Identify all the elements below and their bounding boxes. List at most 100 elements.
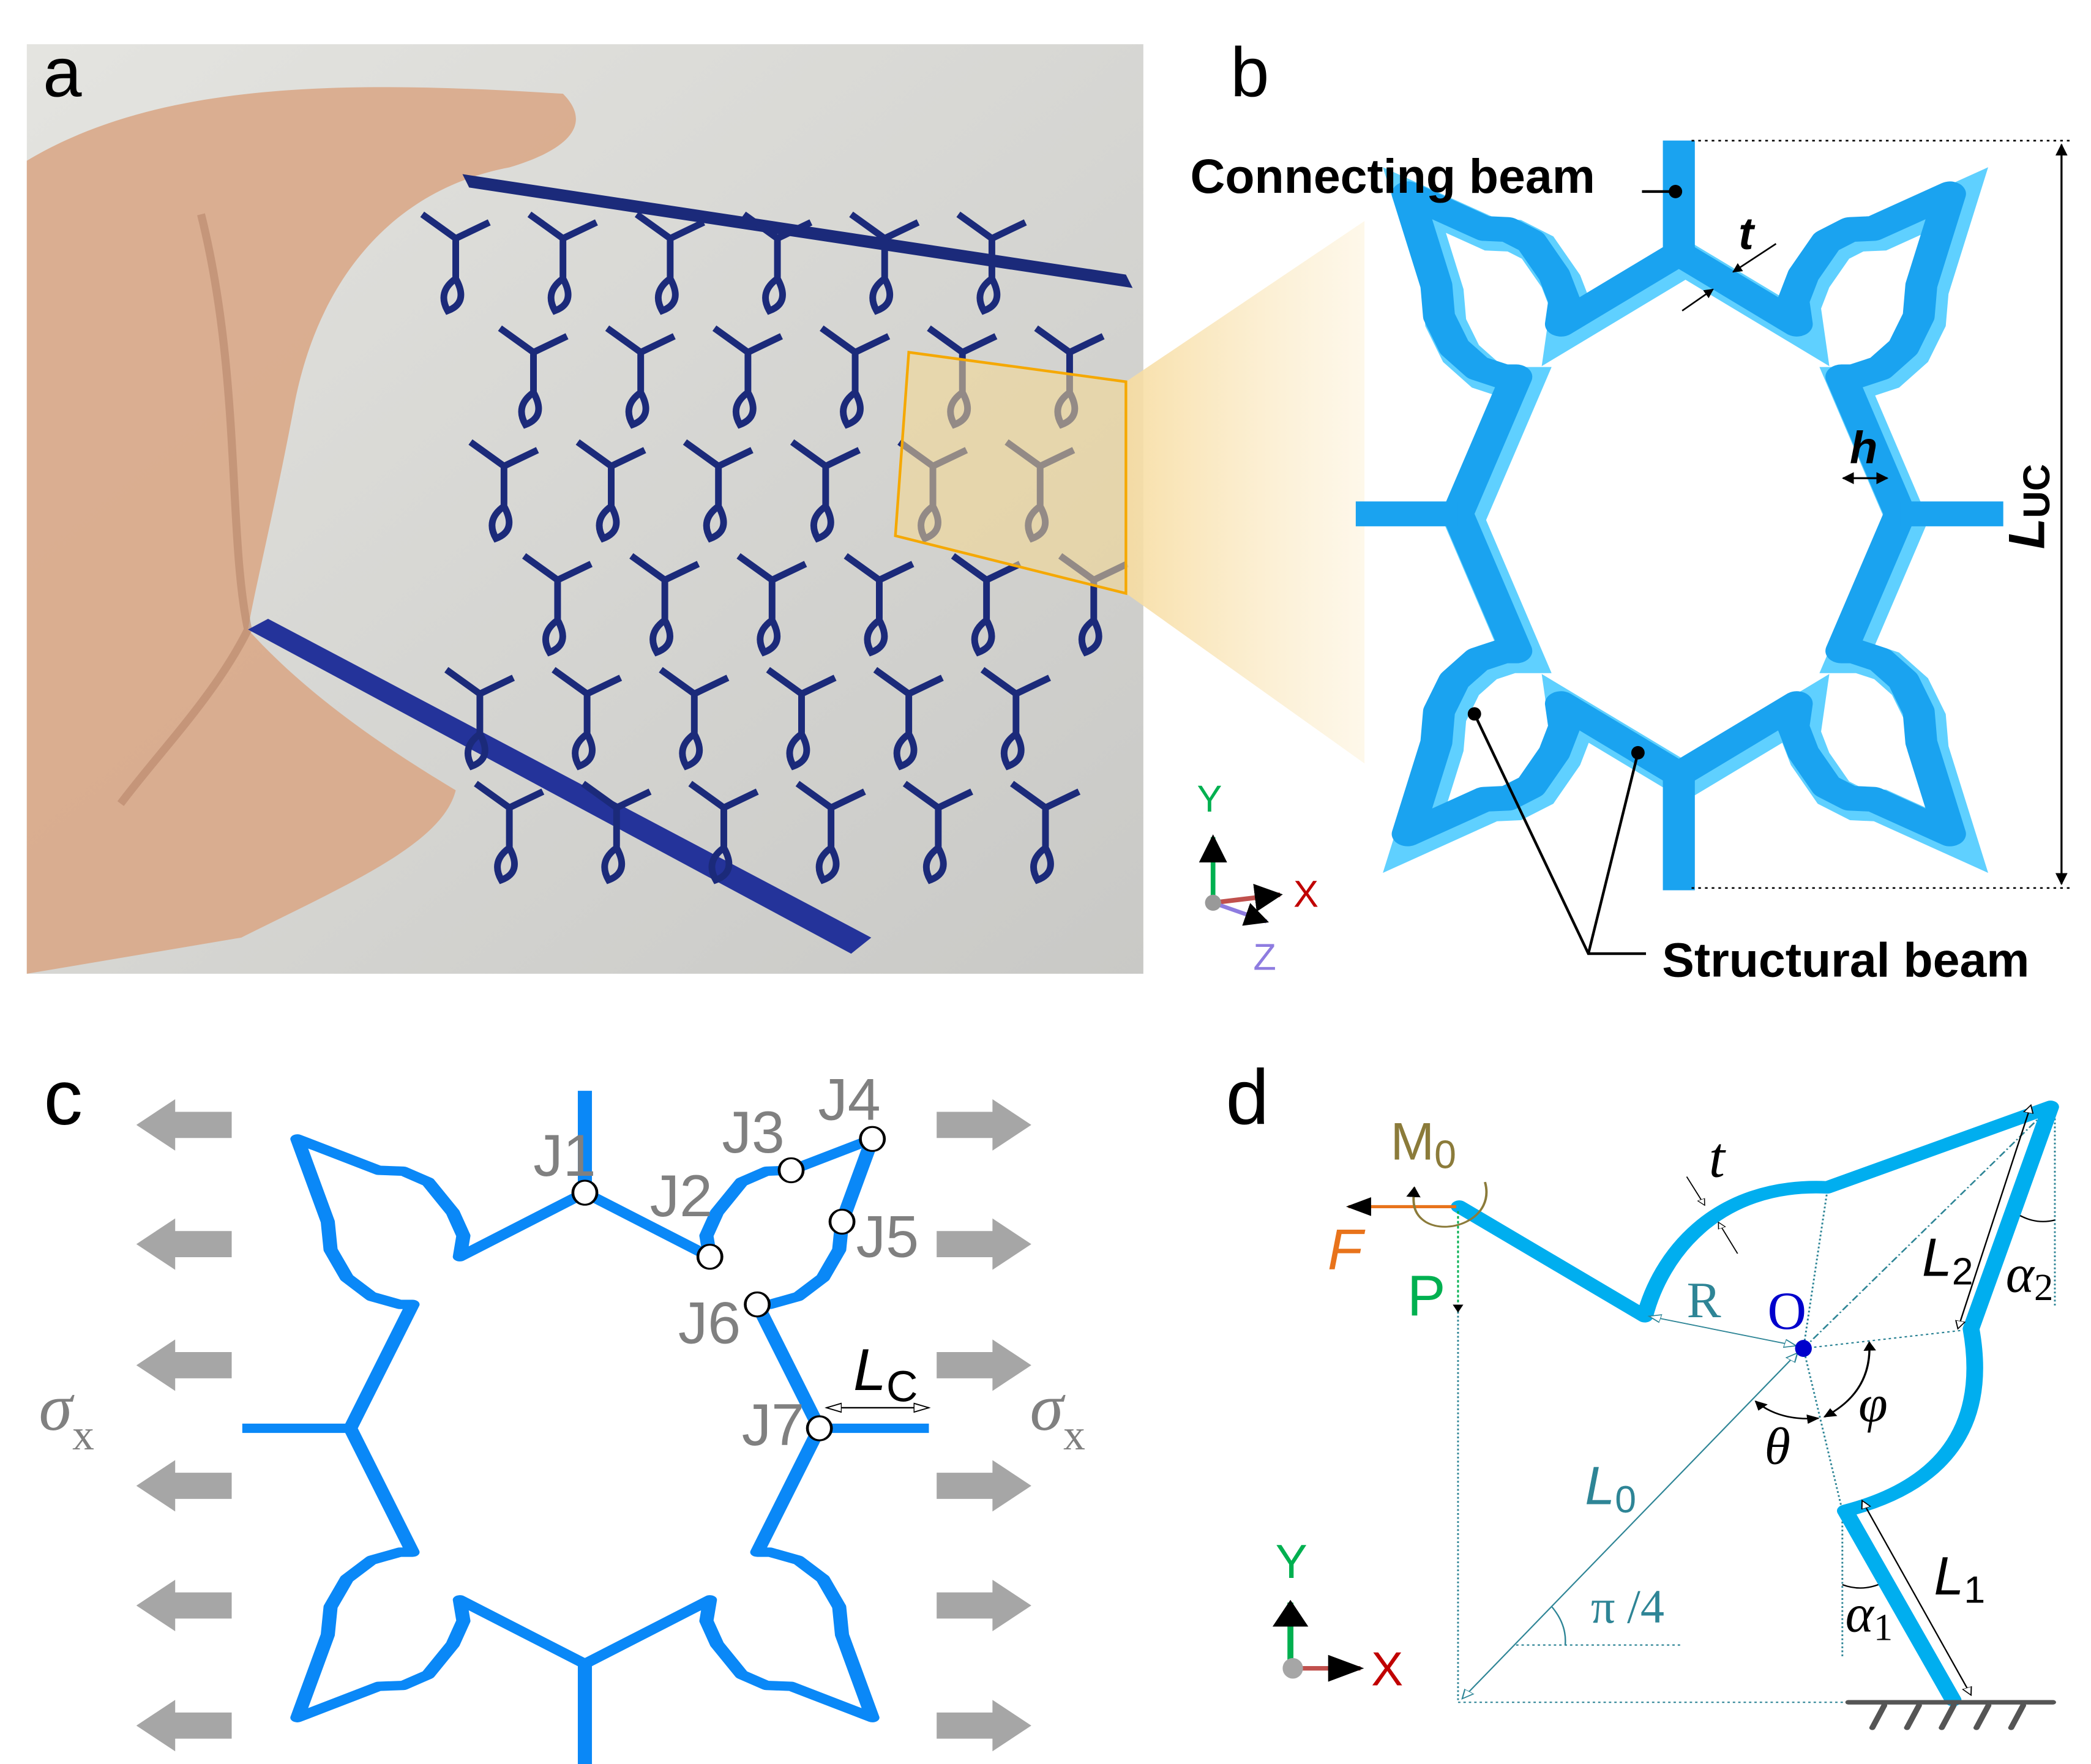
joint-marker: [777, 1157, 805, 1184]
l2-label: L2: [1922, 1227, 1973, 1293]
t-arrow-outer: [1732, 243, 1777, 273]
lattice-cell: [766, 667, 837, 771]
stress-arrow-left: [136, 1460, 232, 1512]
r-arrow: [1649, 1316, 1797, 1345]
axes-triad-d: Y X: [1272, 1534, 1403, 1695]
joint-marker: [859, 1126, 886, 1152]
lattice-cell: [444, 667, 515, 771]
lattice-cell: [581, 780, 652, 884]
lattice-cell: [820, 325, 891, 429]
alpha1-label: α1: [1846, 1585, 1893, 1649]
t-arrow-outer-d: [1686, 1176, 1705, 1205]
joint-label: J6: [678, 1290, 741, 1356]
o-label: O: [1768, 1282, 1807, 1341]
axis-x-label-d: X: [1371, 1642, 1403, 1695]
lattice-cell: [844, 553, 915, 657]
l1-dimension-arrow: [1862, 1501, 1971, 1695]
stress-arrow-left: [136, 1700, 232, 1752]
stress-arrow-left: [136, 1218, 232, 1270]
stress-arrow-left: [136, 1579, 232, 1631]
h-label: h: [1850, 422, 1877, 473]
lattice-cell: [956, 211, 1027, 315]
moment-m0-arrow: [1406, 1181, 1488, 1228]
joint-label: J1: [533, 1122, 596, 1189]
axis-y-label-d: Y: [1276, 1534, 1307, 1588]
panel-letter-c: c: [44, 1054, 83, 1141]
stress-arrow-right: [937, 1218, 1031, 1270]
alpha2-angle-arc: [2019, 1215, 2055, 1222]
lattice-cell: [552, 667, 623, 771]
stress-arrows: [136, 1099, 1031, 1752]
t-arrow-inner: [1681, 288, 1714, 312]
theta-label: θ: [1765, 1417, 1790, 1476]
axes-triad-b: Y X Z: [1197, 778, 1319, 977]
unit-cell-b-beam-loop: [1391, 181, 1966, 846]
axis-y-label-b: Y: [1197, 778, 1222, 820]
joint-label: J2: [650, 1162, 713, 1229]
joint-marker: [828, 1208, 856, 1235]
phi-label: φ: [1858, 1374, 1888, 1433]
joint-label: J5: [856, 1203, 919, 1269]
panel-a: a: [26, 34, 1365, 974]
stress-arrow-left: [136, 1339, 232, 1391]
alpha2-label: α2: [2006, 1244, 2053, 1309]
t-label-d: t: [1709, 1126, 1726, 1189]
lattice-cell: [980, 667, 1051, 771]
panel-b: LUC Connecting beam t h Structural beam …: [1190, 34, 2071, 987]
phi-angle-arc: [1823, 1341, 1876, 1418]
lattice-cell: [522, 553, 593, 657]
theta-angle-arc: [1754, 1400, 1820, 1424]
lattice-cell: [634, 211, 705, 315]
stress-arrow-right: [937, 1700, 1031, 1752]
unit-cell-b-shadow: [1383, 167, 1989, 873]
lattice-cell: [629, 553, 700, 657]
stress-arrow-left: [136, 1099, 232, 1151]
t-arrow-inner-d: [1718, 1222, 1738, 1254]
panel-letter-a: a: [43, 34, 82, 112]
luc-label: LUC: [1998, 464, 2057, 549]
lattice-cell: [659, 667, 730, 771]
sigma-right: σx: [1030, 1369, 1085, 1459]
joint-label: J7: [742, 1391, 804, 1458]
m0-label: M0: [1390, 1113, 1456, 1177]
lattice-cell: [736, 553, 807, 657]
center-point-o: [1795, 1340, 1812, 1357]
panel-d: M0 F P t R O L0 π /4 θ φ L2 α2 L1 α1 Y X…: [1226, 1053, 2059, 1730]
lc-label: LC: [853, 1336, 918, 1411]
lattice-cell: [873, 667, 944, 771]
f-label: F: [1328, 1217, 1366, 1282]
r-label: R: [1687, 1272, 1721, 1329]
highlight-fan: [1126, 221, 1365, 764]
stress-arrow-right: [937, 1339, 1031, 1391]
stress-arrow-right: [937, 1460, 1031, 1512]
highlight-box: [894, 351, 1128, 596]
lattice-cell: [688, 780, 759, 884]
joint-marker: [571, 1179, 599, 1206]
axis-x-label-b: X: [1293, 873, 1319, 915]
connecting-beam-dot: [1669, 184, 1683, 198]
l0-arrow: [1462, 1353, 1798, 1699]
hand-shadow: [117, 213, 253, 806]
unit-cell-2d: [242, 1091, 929, 1764]
joint-marker: [806, 1415, 833, 1441]
lattice-cell: [795, 780, 866, 884]
structural-beam-label: Structural beam: [1662, 933, 2029, 987]
structural-beam-dot-1: [1467, 707, 1481, 721]
lattice-cell: [527, 211, 598, 315]
lattice-cell: [468, 439, 539, 543]
joint-marker: [696, 1244, 724, 1270]
lattice-cell: [849, 211, 920, 315]
lattice-cell: [683, 439, 754, 543]
lattice-cell: [712, 325, 783, 429]
lattice-cell: [951, 553, 1022, 657]
lattice-cell: [498, 325, 569, 429]
connecting-beam-label: Connecting beam: [1190, 149, 1595, 203]
lattice-cell: [790, 439, 861, 543]
unit-cell-3d: [1355, 140, 2003, 891]
l2-dimension-arrow: [1958, 1105, 2031, 1328]
lattice-cell: [420, 211, 491, 315]
sigma-left: σx: [39, 1369, 94, 1459]
